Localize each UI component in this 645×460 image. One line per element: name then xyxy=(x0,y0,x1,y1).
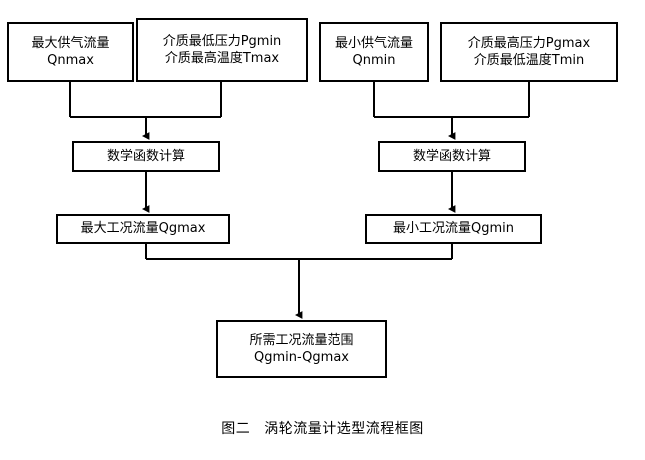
node-medium-max-pressure: 介质最高压力Pgmax 介质最低温度Tmin xyxy=(440,22,618,82)
node-required-flow-range: 所需工况流量范围 Qgmin-Qgmax xyxy=(216,320,387,378)
node-min-supply-flow: 最小供气流量 Qnmin xyxy=(319,22,429,82)
node-max-working-flow-line1: 最大工况流量Qgmax xyxy=(80,221,206,237)
node-math-calc-right-line1: 数学函数计算 xyxy=(412,148,491,164)
node-medium-min-pressure-line1: 介质最低压力Pgmin xyxy=(162,33,282,49)
connector-left-merge xyxy=(69,82,222,140)
node-min-supply-flow-line2: Qnmin xyxy=(352,53,396,68)
figure-caption-title: 涡轮流量计选型流程框图 xyxy=(264,421,424,437)
node-required-flow-range-line2: Qgmin-Qgmax xyxy=(254,350,349,365)
figure-caption: 图二涡轮流量计选型流程框图 xyxy=(0,418,645,438)
node-min-working-flow: 最小工况流量Qgmin xyxy=(365,214,542,244)
node-math-calc-left: 数学函数计算 xyxy=(72,141,220,172)
node-medium-min-pressure: 介质最低压力Pgmin 介质最高温度Tmax xyxy=(136,18,308,82)
node-min-supply-flow-line1: 最小供气流量 xyxy=(334,35,413,51)
node-max-supply-flow-line2: Qnmax xyxy=(47,53,94,68)
node-math-calc-left-line1: 数学函数计算 xyxy=(106,148,185,164)
node-max-working-flow: 最大工况流量Qgmax xyxy=(56,214,230,244)
connector-bottom-merge xyxy=(145,244,453,319)
node-math-calc-right: 数学函数计算 xyxy=(378,141,526,172)
figure-caption-label: 图二 xyxy=(221,421,251,437)
node-max-supply-flow-line1: 最大供气流量 xyxy=(31,35,110,51)
node-medium-min-pressure-line2: 介质最高温度Tmax xyxy=(164,51,280,66)
node-max-supply-flow: 最大供气流量 Qnmax xyxy=(7,22,134,82)
node-required-flow-range-line1: 所需工况流量范围 xyxy=(249,332,354,348)
node-min-working-flow-line1: 最小工况流量Qgmin xyxy=(393,221,514,237)
node-medium-max-pressure-line1: 介质最高压力Pgmax xyxy=(467,35,591,51)
connector-right-merge xyxy=(373,82,530,140)
node-medium-max-pressure-line2: 介质最低温度Tmin xyxy=(473,53,585,68)
